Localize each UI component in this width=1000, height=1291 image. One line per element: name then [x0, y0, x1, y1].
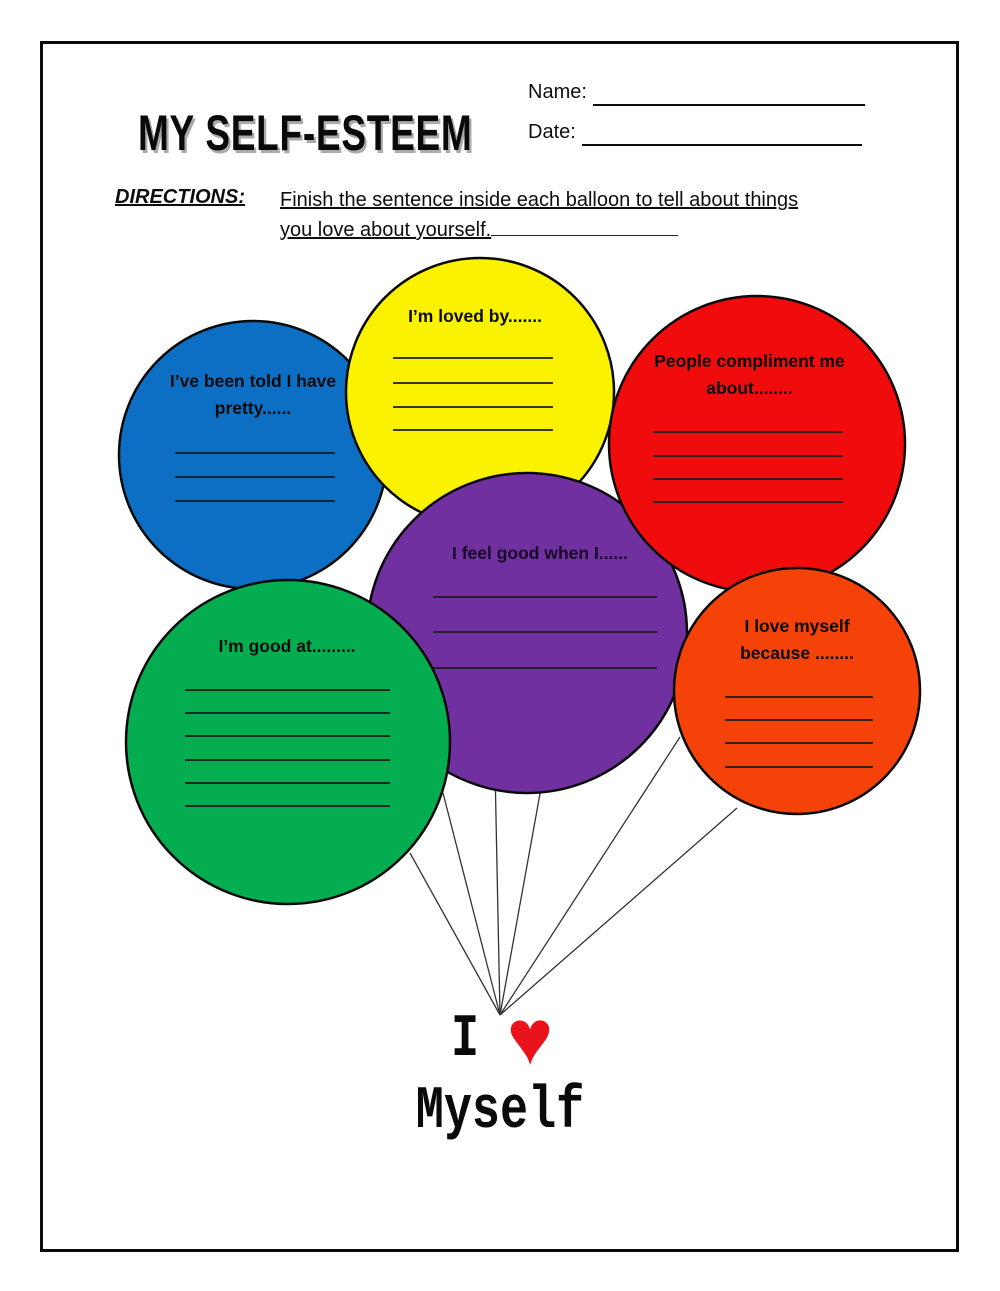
- balloon-blank-lines-blue[interactable]: [175, 452, 335, 502]
- balloon-circle-orange: [672, 566, 922, 816]
- balloon-string-0: [409, 852, 501, 1016]
- directions-line1: Finish the sentence inside each balloon …: [280, 189, 799, 211]
- footer-line1: I ♥: [0, 993, 1000, 1081]
- directions-line2: you love about yourself.: [280, 219, 492, 241]
- balloon-circle-blue: [117, 319, 389, 591]
- balloon-string-1: [442, 792, 501, 1016]
- heart-icon: ♥: [506, 993, 554, 1081]
- balloon-circle-green: [124, 578, 452, 906]
- balloons-group: [117, 256, 922, 906]
- name-date-block: Name: Date:: [528, 72, 865, 152]
- page-border: [40, 41, 959, 1252]
- balloon-blank-lines-purple[interactable]: [433, 596, 657, 669]
- directions-block: DIRECTIONS: Finish the sentence inside e…: [115, 186, 852, 245]
- balloon-string-5: [499, 807, 738, 1016]
- balloon-prompt-red: People compliment me about........: [654, 351, 845, 398]
- balloon-string-3: [499, 776, 544, 1016]
- balloon-prompt-green: I’m good at.........: [218, 636, 356, 656]
- balloon-prompt-yellow: I’m loved by.......: [408, 306, 542, 326]
- balloon-blank-lines-orange[interactable]: [725, 696, 873, 768]
- name-fill-line[interactable]: [592, 82, 865, 106]
- balloon-string-2: [494, 767, 501, 1016]
- name-row: Name:: [528, 72, 865, 106]
- balloon-strings: [409, 736, 738, 1016]
- date-label: Date:: [528, 121, 576, 143]
- balloon-prompt-orange: I love myself because ........: [740, 616, 854, 663]
- directions-label: DIRECTIONS:: [115, 186, 245, 208]
- directions-trailing-line: [491, 215, 679, 236]
- directions-text: Finish the sentence inside each balloon …: [280, 186, 852, 245]
- balloon-prompt-purple: I feel good when I......: [452, 543, 628, 563]
- name-label: Name:: [528, 81, 587, 103]
- date-fill-line[interactable]: [581, 122, 862, 146]
- footer-myself-text: Myself: [415, 1078, 585, 1146]
- footer-block: I ♥ Myself: [0, 993, 1000, 1146]
- balloon-prompt-blue: I’ve been told I have pretty......: [169, 371, 337, 418]
- balloon-blank-lines-green[interactable]: [185, 689, 390, 807]
- balloon-blank-lines-red[interactable]: [653, 431, 843, 503]
- balloon-string-4: [499, 736, 681, 1016]
- page-title: MY SELF-ESTEEM: [138, 105, 473, 161]
- footer-i-text: I: [450, 1006, 479, 1074]
- date-row: Date:: [528, 112, 865, 146]
- balloon-blank-lines-yellow[interactable]: [393, 357, 553, 431]
